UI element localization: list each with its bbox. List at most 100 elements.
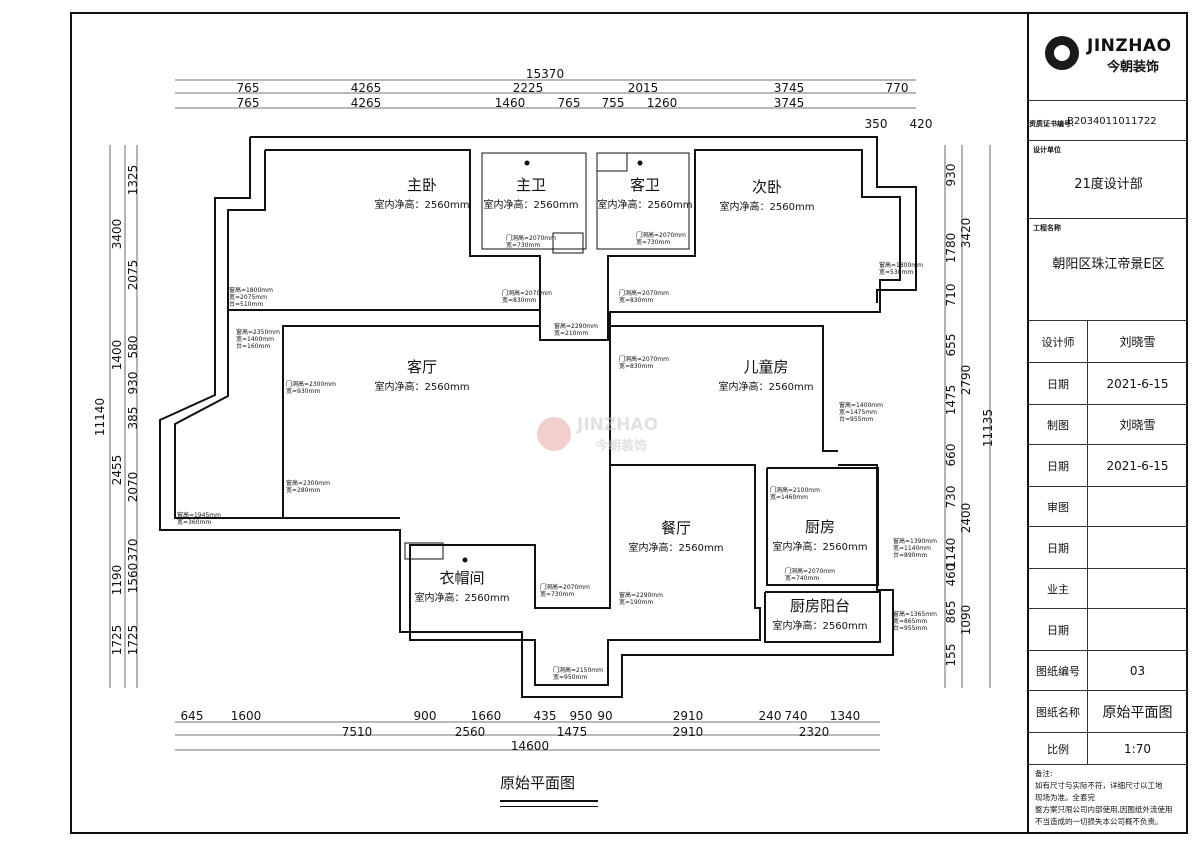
row-label: 制图 (1029, 405, 1088, 444)
title-block-row: 日期 (1029, 608, 1188, 650)
dim-label: 155 (944, 644, 958, 667)
opening-note: 台=510mm (229, 300, 263, 308)
room-name: 厨房阳台 (790, 597, 850, 615)
cert-label: 资质证书编号: (1029, 120, 1074, 128)
opening-note: 宽=830mm (619, 362, 653, 370)
dim-label: 740 (785, 709, 808, 723)
opening-note: 窗高=2350mm (236, 328, 280, 336)
dim-label: 90 (597, 709, 612, 723)
room-labels: 主卧室内净高：2560mm主卫室内净高：2560mm客卫室内净高：2560mm次… (375, 176, 868, 632)
opening-note: 宽=865mm (893, 617, 927, 625)
dim-label: 865 (944, 601, 958, 624)
opening-note: 门洞高=2070mm (619, 289, 669, 297)
dim-label: 2070 (126, 472, 140, 503)
opening-note: 宽=950mm (553, 673, 587, 681)
row-value: 03 (1129, 663, 1146, 678)
dim-label: 930 (944, 164, 958, 187)
row-value: 2021-6-15 (1106, 376, 1169, 391)
opening-note: 宽=730mm (540, 590, 574, 598)
dim-label: 900 (414, 709, 437, 723)
dim-label: 1725 (110, 625, 124, 656)
design-unit-row: 设计单位 21度设计部 (1029, 140, 1188, 218)
row-label: 审图 (1029, 487, 1088, 526)
dim-label: 2910 (673, 709, 704, 723)
dim-label: 11140 (93, 398, 107, 436)
row-value: 2021-6-15 (1106, 458, 1169, 473)
outer-wall-line (250, 136, 917, 303)
dim-label: 240 (759, 709, 782, 723)
dim-label: 2910 (673, 725, 704, 739)
fixture (462, 557, 468, 563)
drawing-title: 原始平面图 (500, 774, 576, 792)
fixtures (404, 152, 690, 563)
opening-note: 窗高=1400mm (839, 401, 883, 409)
outer-walls (159, 136, 917, 698)
dim-label: 1260 (647, 96, 678, 110)
opening-note: 宽=830mm (502, 296, 536, 304)
dim-label: 420 (910, 117, 933, 131)
dim-label: 580 (126, 336, 140, 359)
dim-label: 7510 (342, 725, 373, 739)
opening-note: 窗高=1390mm (893, 537, 937, 545)
title-block-row: 设计师 刘晓雪 (1029, 320, 1188, 362)
room-height: 室内净高：2560mm (415, 591, 510, 604)
room-height: 室内净高：2560mm (375, 380, 470, 393)
dim-label: 2790 (959, 365, 973, 396)
room-height: 室内净高：2560mm (773, 540, 868, 553)
dim-label: 1725 (126, 625, 140, 656)
outer-wall-line (159, 137, 894, 698)
dim-label: 1475 (944, 385, 958, 416)
opening-note: 宽=930mm (286, 387, 320, 395)
inner-wall-line (409, 326, 761, 686)
room-height: 室内净高：2560mm (719, 380, 814, 393)
inner-wall-line (764, 591, 881, 643)
cert-row: 资质证书编号: B2034011011722 (1029, 100, 1188, 140)
dim-label: 765 (237, 81, 260, 95)
row-value: 刘晓雪 (1119, 335, 1156, 349)
opening-note: 门洞高=2070mm (636, 231, 686, 239)
room-height: 室内净高：2560mm (484, 198, 579, 211)
fixture (552, 232, 584, 254)
opening-note: 窗高=2300mm (286, 479, 330, 487)
dim-label: 3400 (110, 219, 124, 250)
fixture (481, 152, 587, 250)
dim-label: 3420 (959, 218, 973, 249)
dim-label: 930 (126, 372, 140, 395)
opening-note: 宽=2075mm (229, 293, 267, 301)
row-label: 图纸名称 (1029, 691, 1088, 732)
opening-note: 宽=190mm (619, 598, 653, 606)
opening-note: 台=955mm (839, 415, 873, 423)
title-block-row: 业主 (1029, 568, 1188, 608)
room-name: 客卫 (630, 176, 660, 194)
project-row: 工程名称 朝阳区珠江帝景E区 (1029, 218, 1188, 320)
opening-note: 门洞高=2070mm (785, 567, 835, 575)
dim-label: 1475 (557, 725, 588, 739)
title-block-row: 审图 (1029, 486, 1188, 526)
note-line: 现场为准。全套完 (1035, 793, 1095, 802)
dim-label: 3745 (774, 81, 805, 95)
watermark-cn: 今朝装饰 (595, 439, 648, 454)
row-label: 日期 (1029, 445, 1088, 486)
watermark-logo-icon (537, 417, 571, 451)
inner-wall-line (766, 467, 879, 586)
row-value (1087, 527, 1188, 568)
row-label: 设计师 (1029, 321, 1088, 362)
drawing-title-underline (500, 800, 598, 807)
row-value: 刘晓雪 (1119, 418, 1156, 432)
dim-label: 1340 (830, 709, 861, 723)
dim-label: 1560 (126, 563, 140, 594)
opening-note: 宽=530mm (879, 268, 913, 276)
opening-note: 窗高=1800mm (879, 261, 923, 269)
design-unit-label: 设计单位 (1033, 146, 1061, 154)
row-value: 1:70 (1124, 741, 1151, 756)
opening-note: 宽=210mm (554, 329, 588, 337)
dim-label: 1325 (126, 165, 140, 196)
opening-note: 门洞高=2100mm (770, 486, 820, 494)
opening-note: 台=955mm (893, 624, 927, 632)
dim-label: 2320 (799, 725, 830, 739)
opening-labels: 窗高=1800mm宽=2075mm台=510mm窗高=2350mm宽=1400m… (177, 231, 937, 681)
opening-note: 门洞高=2150mm (553, 666, 603, 674)
